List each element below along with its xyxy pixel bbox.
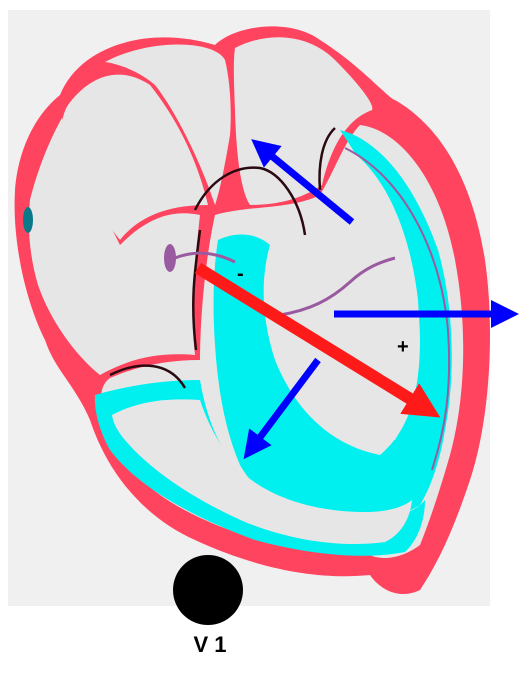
positive-sign: + <box>397 336 409 358</box>
av-node <box>164 244 176 272</box>
negative-sign: - <box>237 263 244 285</box>
lead-label: V 1 <box>160 632 260 658</box>
sinoatrial-node <box>23 207 33 233</box>
electrode-icon <box>173 555 243 625</box>
